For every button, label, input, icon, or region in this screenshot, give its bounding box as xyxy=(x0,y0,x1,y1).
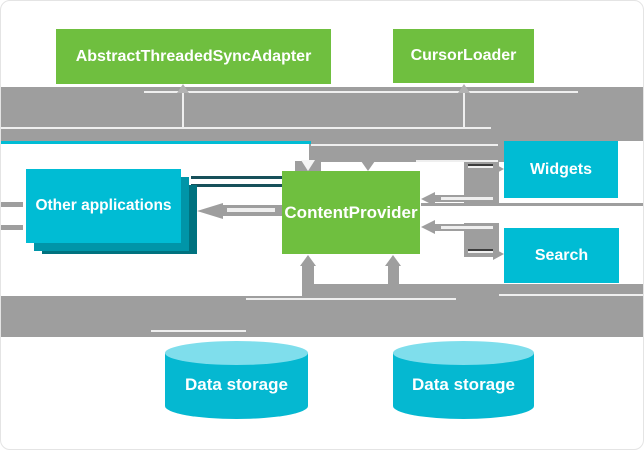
band-highlight xyxy=(144,91,578,93)
arrow-widgets-shaft xyxy=(464,166,494,172)
arrow-cp-upper-highlight xyxy=(441,197,493,200)
node-data-storage-left: Data storage xyxy=(165,367,308,403)
stack-edge-line-2 xyxy=(191,184,282,187)
connector-line-mid-right xyxy=(421,203,643,206)
arrow-into-otherapps-icon xyxy=(197,203,223,219)
node-label: Other applications xyxy=(35,197,172,214)
arrow-into-contentprovider-upper-icon xyxy=(421,192,435,206)
band-highlight xyxy=(311,144,498,146)
node-label: Data storage xyxy=(185,375,288,394)
node-data-storage-right: Data storage xyxy=(393,367,534,403)
cylinder-top-right xyxy=(393,341,534,365)
arrow-cp-lower-highlight xyxy=(441,226,493,229)
node-contentprovider: ContentProvider xyxy=(282,171,420,254)
band-highlight xyxy=(151,330,246,332)
connector-band-top xyxy=(1,87,643,141)
connector-block-center xyxy=(309,141,504,162)
arrow-up-to-syncadapter-icon xyxy=(177,84,189,93)
node-cursorloader: CursorLoader xyxy=(393,29,534,83)
node-search: Search xyxy=(504,228,619,283)
node-label: Data storage xyxy=(412,375,515,394)
arrow-widgets-highlight xyxy=(468,166,493,168)
arrow-into-search-icon xyxy=(493,248,504,260)
node-widgets: Widgets xyxy=(504,141,618,198)
node-label: Search xyxy=(534,246,589,264)
connector-stub-left-edge-1 xyxy=(1,202,23,207)
node-label: ContentProvider xyxy=(284,202,418,222)
arrow-widgets-shadowline xyxy=(468,164,493,166)
arrow-up-from-storage-right-icon xyxy=(385,255,401,266)
node-label: AbstractThreadedSyncAdapter xyxy=(75,47,312,65)
connector-column-storage-left xyxy=(302,264,314,297)
arrow-into-contentprovider-lower-icon xyxy=(421,220,435,234)
band-highlight-vertical xyxy=(463,92,465,127)
node-label: CursorLoader xyxy=(410,47,517,64)
arrow-otherapps-highlight xyxy=(227,208,275,212)
arrow-search-shadowline xyxy=(468,249,493,251)
connector-column-storage-right xyxy=(388,264,399,297)
band-highlight xyxy=(416,160,498,162)
stack-edge-line-1 xyxy=(191,176,282,179)
arrow-down-into-contentprovider-2-icon xyxy=(361,161,375,171)
node-abstractthreadedsyncadapter: AbstractThreadedSyncAdapter xyxy=(56,29,331,84)
node-other-applications: Other applications xyxy=(26,169,181,243)
connector-stub-left-edge-2 xyxy=(1,225,23,230)
cylinder-top-left xyxy=(165,341,308,365)
band-highlight-vertical xyxy=(182,92,184,127)
node-label: Widgets xyxy=(529,160,593,178)
connector-band-bottom xyxy=(1,296,643,337)
band-highlight xyxy=(246,298,456,300)
arrow-into-widgets-icon xyxy=(493,163,504,175)
arrow-search-highlight xyxy=(468,251,493,253)
arrow-up-from-storage-left-icon xyxy=(300,255,316,266)
cyan-accent-line xyxy=(1,141,311,144)
arrow-down-into-contentprovider-icon xyxy=(301,160,315,171)
band-highlight xyxy=(1,127,491,129)
band-highlight xyxy=(499,294,643,296)
arrow-search-shaft xyxy=(464,251,494,257)
arrow-up-to-cursorloader-icon xyxy=(458,84,470,93)
